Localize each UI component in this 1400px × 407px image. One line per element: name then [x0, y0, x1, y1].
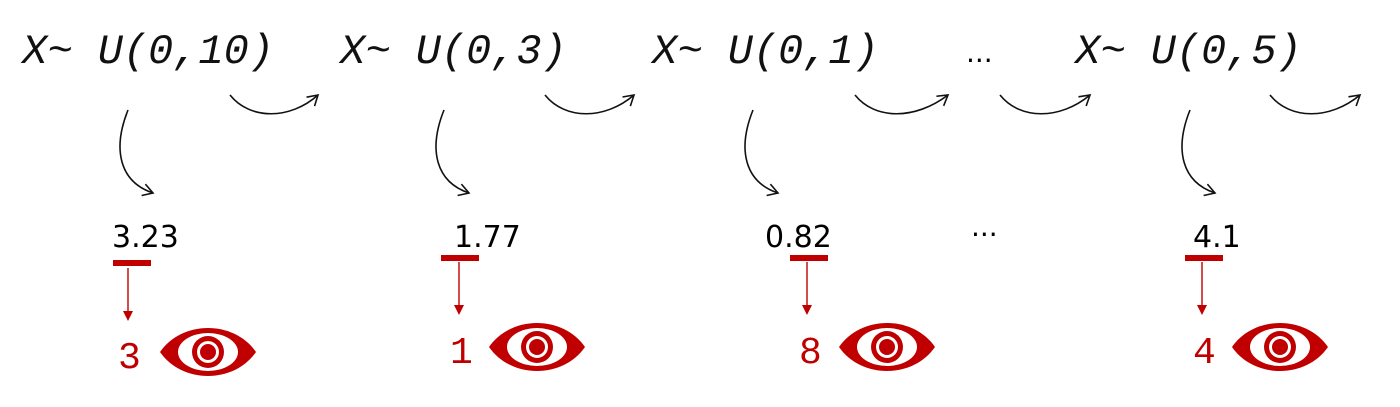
transition-arrow-5: [1269, 94, 1362, 115]
transition-arrow-2: [544, 93, 636, 115]
observed-digit-2: 1: [450, 332, 473, 375]
sample-arrow-3: [744, 109, 780, 197]
distribution-label-4: X~ U(0,5): [1073, 28, 1302, 76]
sample-value-4: 4.1: [1193, 220, 1241, 255]
top-ellipsis: ...: [966, 36, 993, 69]
sample-arrow-4: [1181, 109, 1217, 197]
sample-value-2: 1.77: [454, 220, 521, 255]
sample-value-3: 0.82: [765, 220, 832, 255]
sample-arrow-1: [119, 109, 155, 197]
distribution-label-3: X~ U(0,1): [650, 28, 879, 76]
eye-icon: [160, 328, 256, 376]
eye-icon: [1232, 323, 1328, 371]
middle-ellipsis: ...: [971, 210, 998, 243]
sample-value-1: 3.23: [112, 220, 179, 255]
transition-arrow-1: [229, 93, 320, 115]
distribution-label-1: X~ U(0,10): [20, 28, 274, 76]
sample-arrow-2: [435, 109, 471, 197]
observed-digit-1: 3: [118, 337, 141, 380]
eye-icon: [489, 323, 585, 371]
eye-icon: [839, 323, 935, 371]
transition-arrow-3: [854, 94, 950, 115]
transition-arrow-4: [999, 94, 1092, 115]
observed-digit-4: 4: [1193, 332, 1216, 375]
observed-digit-3: 8: [799, 332, 822, 375]
distribution-label-2: X~ U(0,3): [338, 28, 567, 76]
